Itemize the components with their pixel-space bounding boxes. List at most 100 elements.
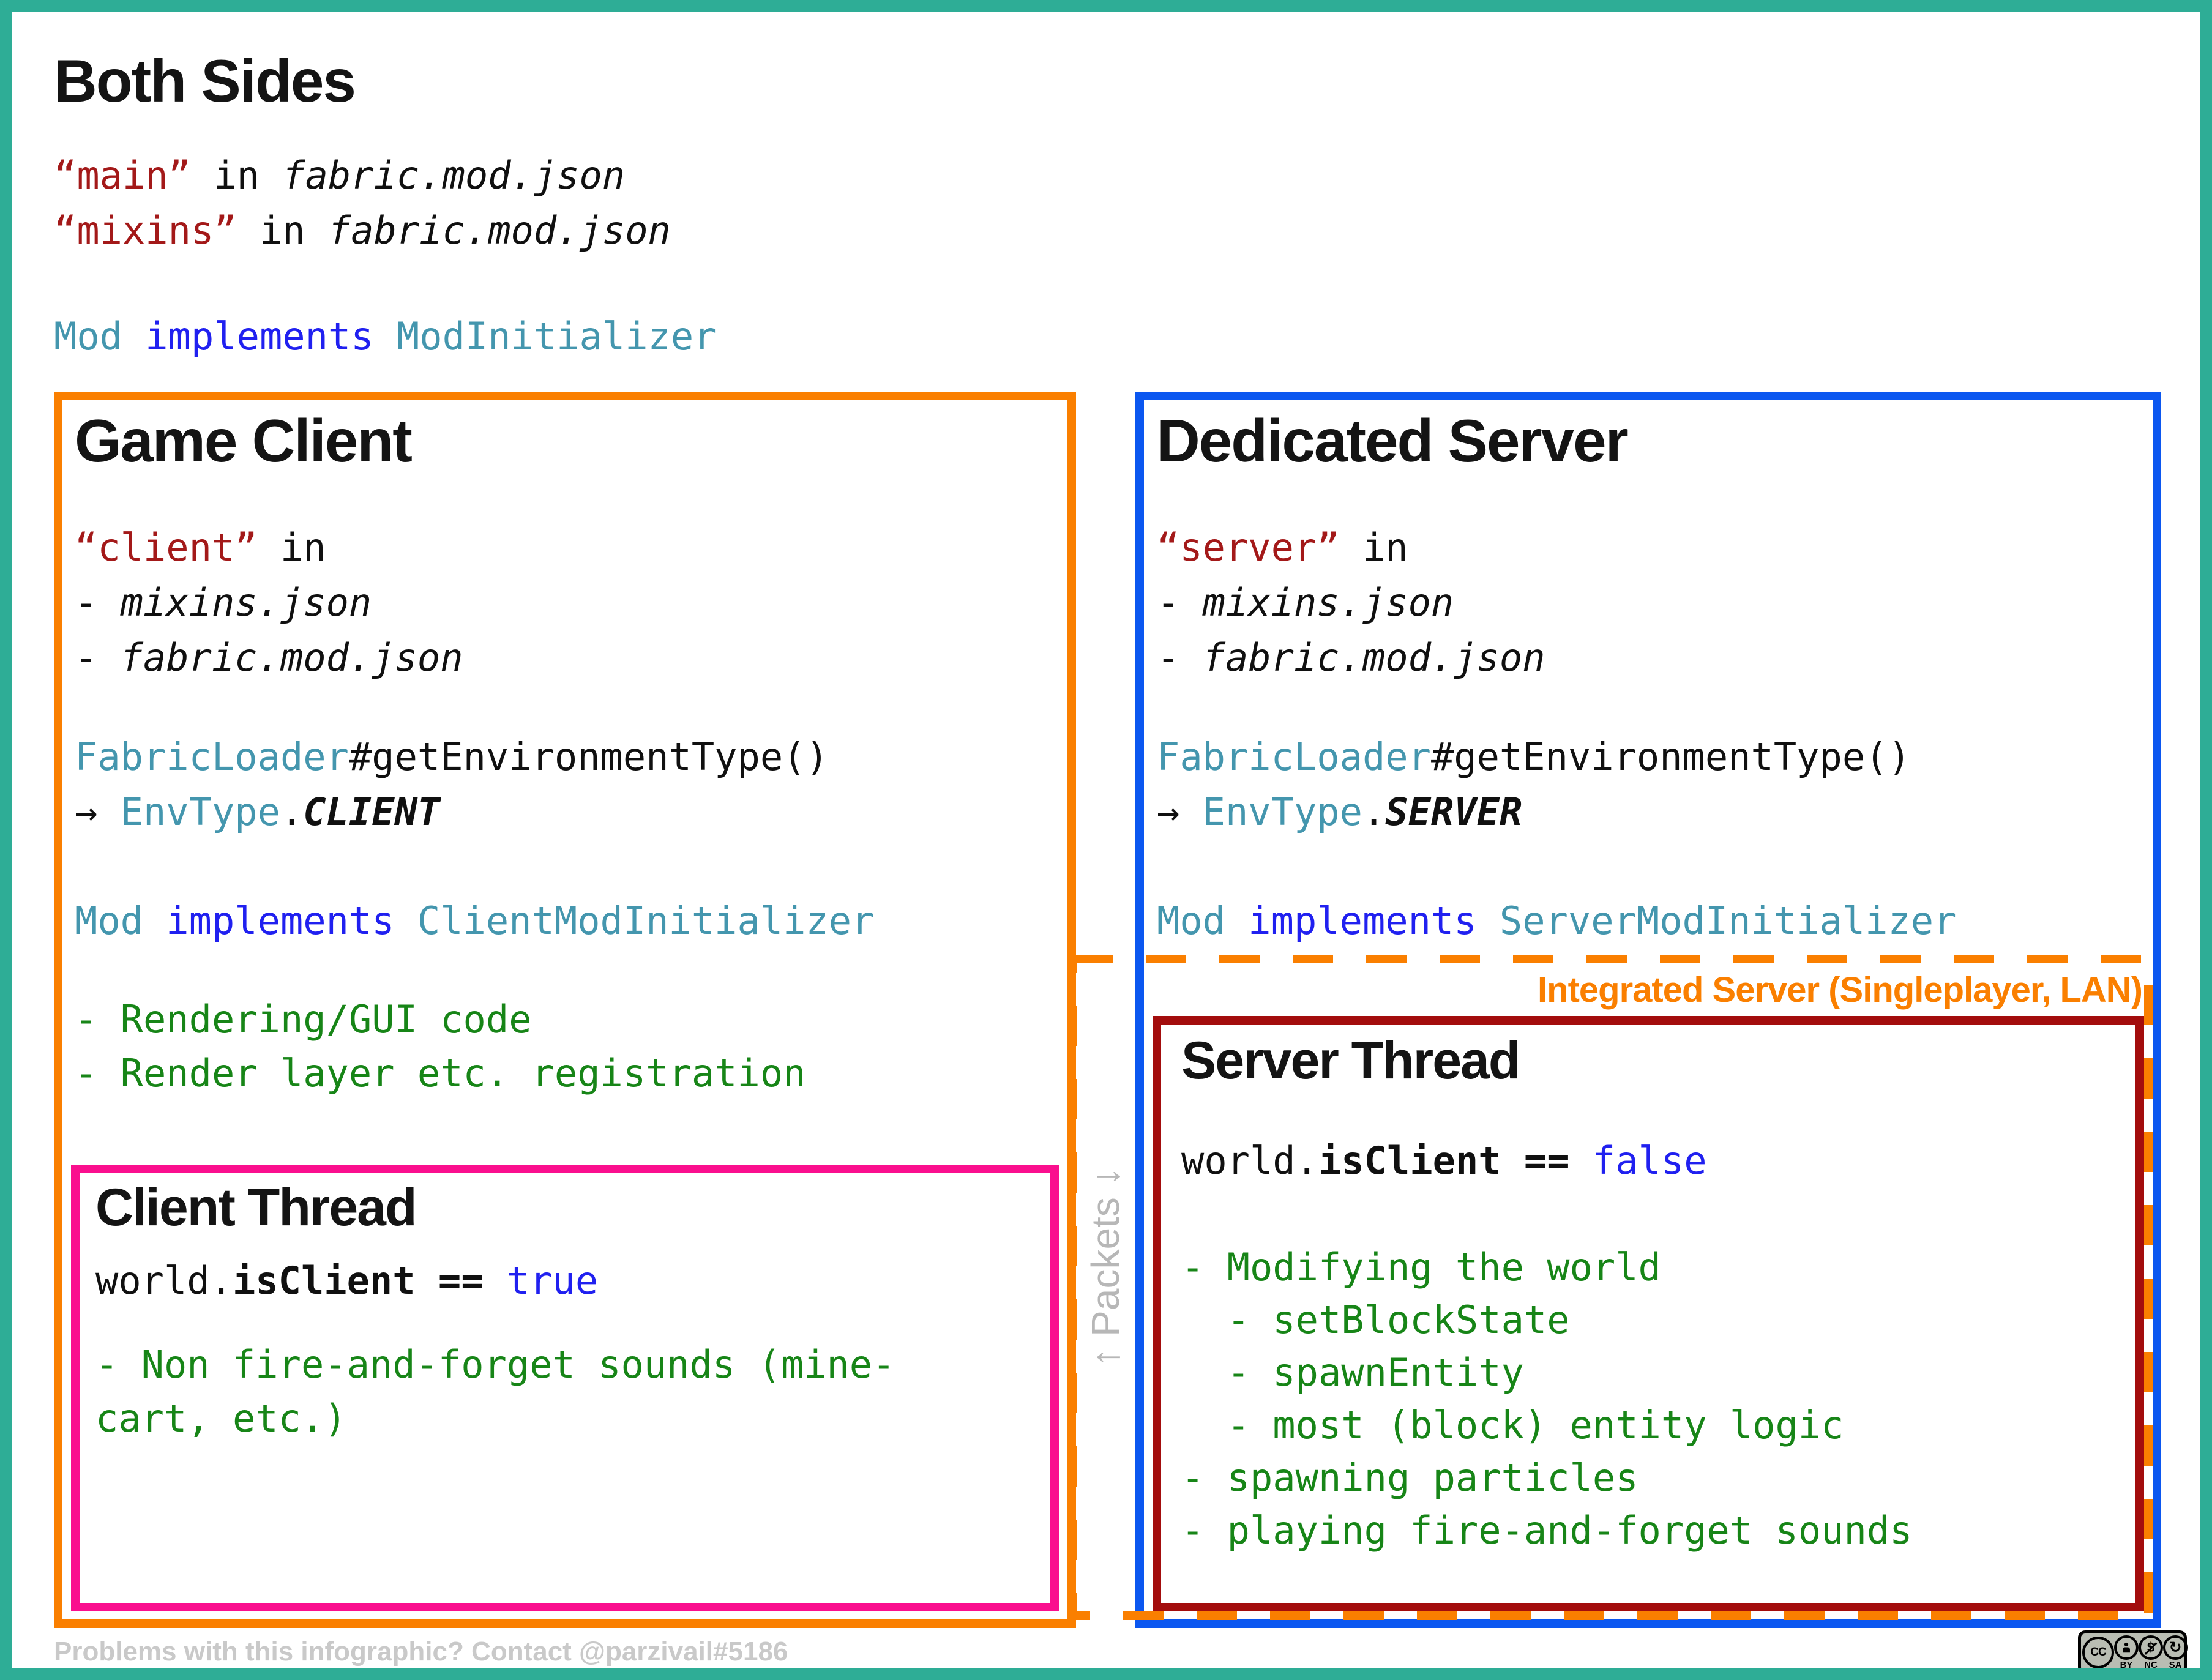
plain-text: in bbox=[190, 153, 283, 198]
enum-value: SERVER bbox=[1385, 790, 1523, 834]
cc-nc-icon: $ bbox=[2139, 1635, 2163, 1660]
client-thread-notes: - Non fire-and-forget sounds (mine- cart… bbox=[95, 1338, 895, 1446]
main-entrypoint-line: “main” in fabric.mod.json bbox=[54, 148, 671, 203]
mod-initializer-line: Mod implements ModInitializer bbox=[54, 309, 717, 364]
cc-by-person-icon bbox=[2114, 1635, 2139, 1660]
plain-text: in bbox=[1339, 525, 1408, 570]
boolean-literal: false bbox=[1592, 1138, 1707, 1183]
client-thread-title: Client Thread bbox=[95, 1178, 417, 1237]
note-item: - Modifying the world bbox=[1181, 1245, 1661, 1290]
server-thread-notes: - Modifying the world - setBlockState - … bbox=[1181, 1241, 1912, 1557]
note-item: - spawning particles bbox=[1181, 1455, 1638, 1500]
env-call-line: FabricLoader#getEnvironmentType() bbox=[75, 730, 829, 785]
cc-nc-label: NC bbox=[2144, 1660, 2158, 1670]
dash: - bbox=[1157, 580, 1203, 625]
page-title: Both Sides bbox=[54, 47, 356, 114]
header-entrypoints: “main” in fabric.mod.json “mixins” in fa… bbox=[54, 148, 671, 258]
method-call: #getEnvironmentType() bbox=[348, 734, 829, 779]
dot: . bbox=[280, 790, 304, 834]
game-client-title: Game Client bbox=[75, 407, 413, 474]
dollar-strikethrough-glyph: $ bbox=[2147, 1640, 2155, 1655]
filename: mixins.json bbox=[1202, 580, 1454, 625]
game-client-envtype: FabricLoader#getEnvironmentType() → EnvT… bbox=[75, 730, 829, 840]
string-literal: “server” bbox=[1157, 525, 1340, 570]
cc-sa-label: SA bbox=[2169, 1660, 2182, 1670]
type-name: FabricLoader bbox=[1157, 734, 1431, 779]
game-client-implements: Mod implements ClientModInitializer bbox=[75, 894, 874, 949]
filename: fabric.mod.json bbox=[282, 153, 626, 198]
dedicated-server-entrypoint: “server” in - mixins.json - fabric.mod.j… bbox=[1157, 520, 1545, 685]
keyword: implements bbox=[1225, 898, 1500, 943]
cc-icon: CC bbox=[2082, 1637, 2114, 1668]
filename: fabric.mod.json bbox=[1202, 635, 1545, 680]
type-name: ClientModInitializer bbox=[417, 898, 875, 943]
env-call-line: FabricLoader#getEnvironmentType() bbox=[1157, 730, 1911, 785]
note-subitem: - most (block) entity logic bbox=[1181, 1403, 1844, 1447]
filename: mixins.json bbox=[120, 580, 372, 625]
packets-flow-label: ↑ Packets ↓ bbox=[1083, 1167, 1127, 1367]
nc-column: $ NC bbox=[2139, 1635, 2163, 1670]
note-subitem: - spawnEntity bbox=[1181, 1350, 1524, 1395]
type-name: Mod bbox=[75, 898, 143, 943]
world-isclient-line: world.isClient == true bbox=[95, 1253, 598, 1309]
client-thread-world-check: world.isClient == true bbox=[95, 1253, 598, 1309]
server-entry-line: “server” in bbox=[1157, 520, 1545, 575]
cc-by-label: BY bbox=[2120, 1660, 2133, 1670]
operator: == bbox=[1501, 1138, 1593, 1183]
dedicated-server-box bbox=[1135, 392, 2161, 1628]
env-result-line: → EnvType.CLIENT bbox=[75, 785, 829, 840]
file-list-item: - fabric.mod.json bbox=[1157, 630, 1545, 685]
cc-license-badge: CC BY $ NC ↻ SA bbox=[2078, 1630, 2188, 1674]
filename: fabric.mod.json bbox=[327, 208, 671, 253]
game-client-notes: - Rendering/GUI code - Render layer etc.… bbox=[75, 993, 805, 1100]
world-isclient-line: world.isClient == false bbox=[1181, 1133, 1707, 1189]
dash: - bbox=[75, 635, 121, 680]
client-thread-box bbox=[71, 1165, 1059, 1611]
cc-text: CC bbox=[2090, 1646, 2106, 1659]
sa-column: ↻ SA bbox=[2163, 1635, 2188, 1670]
dedicated-server-implements: Mod implements ServerModInitializer bbox=[1157, 894, 1956, 949]
arrow-glyph: → bbox=[1157, 790, 1203, 834]
game-client-entrypoint: “client” in - mixins.json - fabric.mod.j… bbox=[75, 520, 463, 685]
operator: == bbox=[415, 1258, 507, 1303]
field-name: isClient bbox=[232, 1258, 416, 1303]
dash: - bbox=[75, 580, 121, 625]
type-name: ModInitializer bbox=[396, 314, 717, 359]
circular-arrow-glyph: ↻ bbox=[2169, 1638, 2182, 1656]
contact-note: Problems with this infographic? Contact … bbox=[54, 1637, 788, 1667]
type-name: EnvType bbox=[120, 790, 280, 834]
type-name: EnvType bbox=[1202, 790, 1362, 834]
person-glyph bbox=[2123, 1642, 2130, 1653]
plain-text: in bbox=[257, 525, 326, 570]
header-implements: Mod implements ModInitializer bbox=[54, 309, 717, 364]
note-item: - playing fire-and-forget sounds bbox=[1181, 1508, 1913, 1553]
server-thread-title: Server Thread bbox=[1181, 1031, 1520, 1090]
string-literal: “client” bbox=[75, 525, 258, 570]
arrow-glyph: → bbox=[75, 790, 121, 834]
type-name: ServerModInitializer bbox=[1499, 898, 1957, 943]
object-ref: world. bbox=[95, 1258, 233, 1303]
plain-text: in bbox=[236, 208, 328, 253]
client-mod-initializer-line: Mod implements ClientModInitializer bbox=[75, 894, 874, 949]
method-call: #getEnvironmentType() bbox=[1430, 734, 1911, 779]
server-thread-world-check: world.isClient == false bbox=[1181, 1133, 1707, 1189]
cc-sa-icon: ↻ bbox=[2163, 1635, 2188, 1660]
dedicated-server-envtype: FabricLoader#getEnvironmentType() → EnvT… bbox=[1157, 730, 1911, 840]
mixins-entrypoint-line: “mixins” in fabric.mod.json bbox=[54, 203, 671, 258]
file-list-item: - fabric.mod.json bbox=[75, 630, 463, 685]
client-entry-line: “client” in bbox=[75, 520, 463, 575]
type-name: Mod bbox=[1157, 898, 1225, 943]
type-name: Mod bbox=[54, 314, 122, 359]
note-item: - Render layer etc. registration bbox=[75, 1051, 806, 1096]
boolean-literal: true bbox=[506, 1258, 599, 1303]
server-thread-box bbox=[1153, 1016, 2144, 1611]
dedicated-server-title: Dedicated Server bbox=[1157, 407, 1629, 474]
by-column: BY bbox=[2114, 1635, 2139, 1670]
integrated-server-dashed-box bbox=[1068, 955, 2153, 1620]
server-mod-initializer-line: Mod implements ServerModInitializer bbox=[1157, 894, 1956, 949]
keyword: implements bbox=[143, 898, 417, 943]
string-literal: “mixins” bbox=[54, 208, 237, 253]
note-subitem: - setBlockState bbox=[1181, 1297, 1570, 1342]
note-item: - Non fire-and-forget sounds (mine- bbox=[95, 1342, 895, 1387]
